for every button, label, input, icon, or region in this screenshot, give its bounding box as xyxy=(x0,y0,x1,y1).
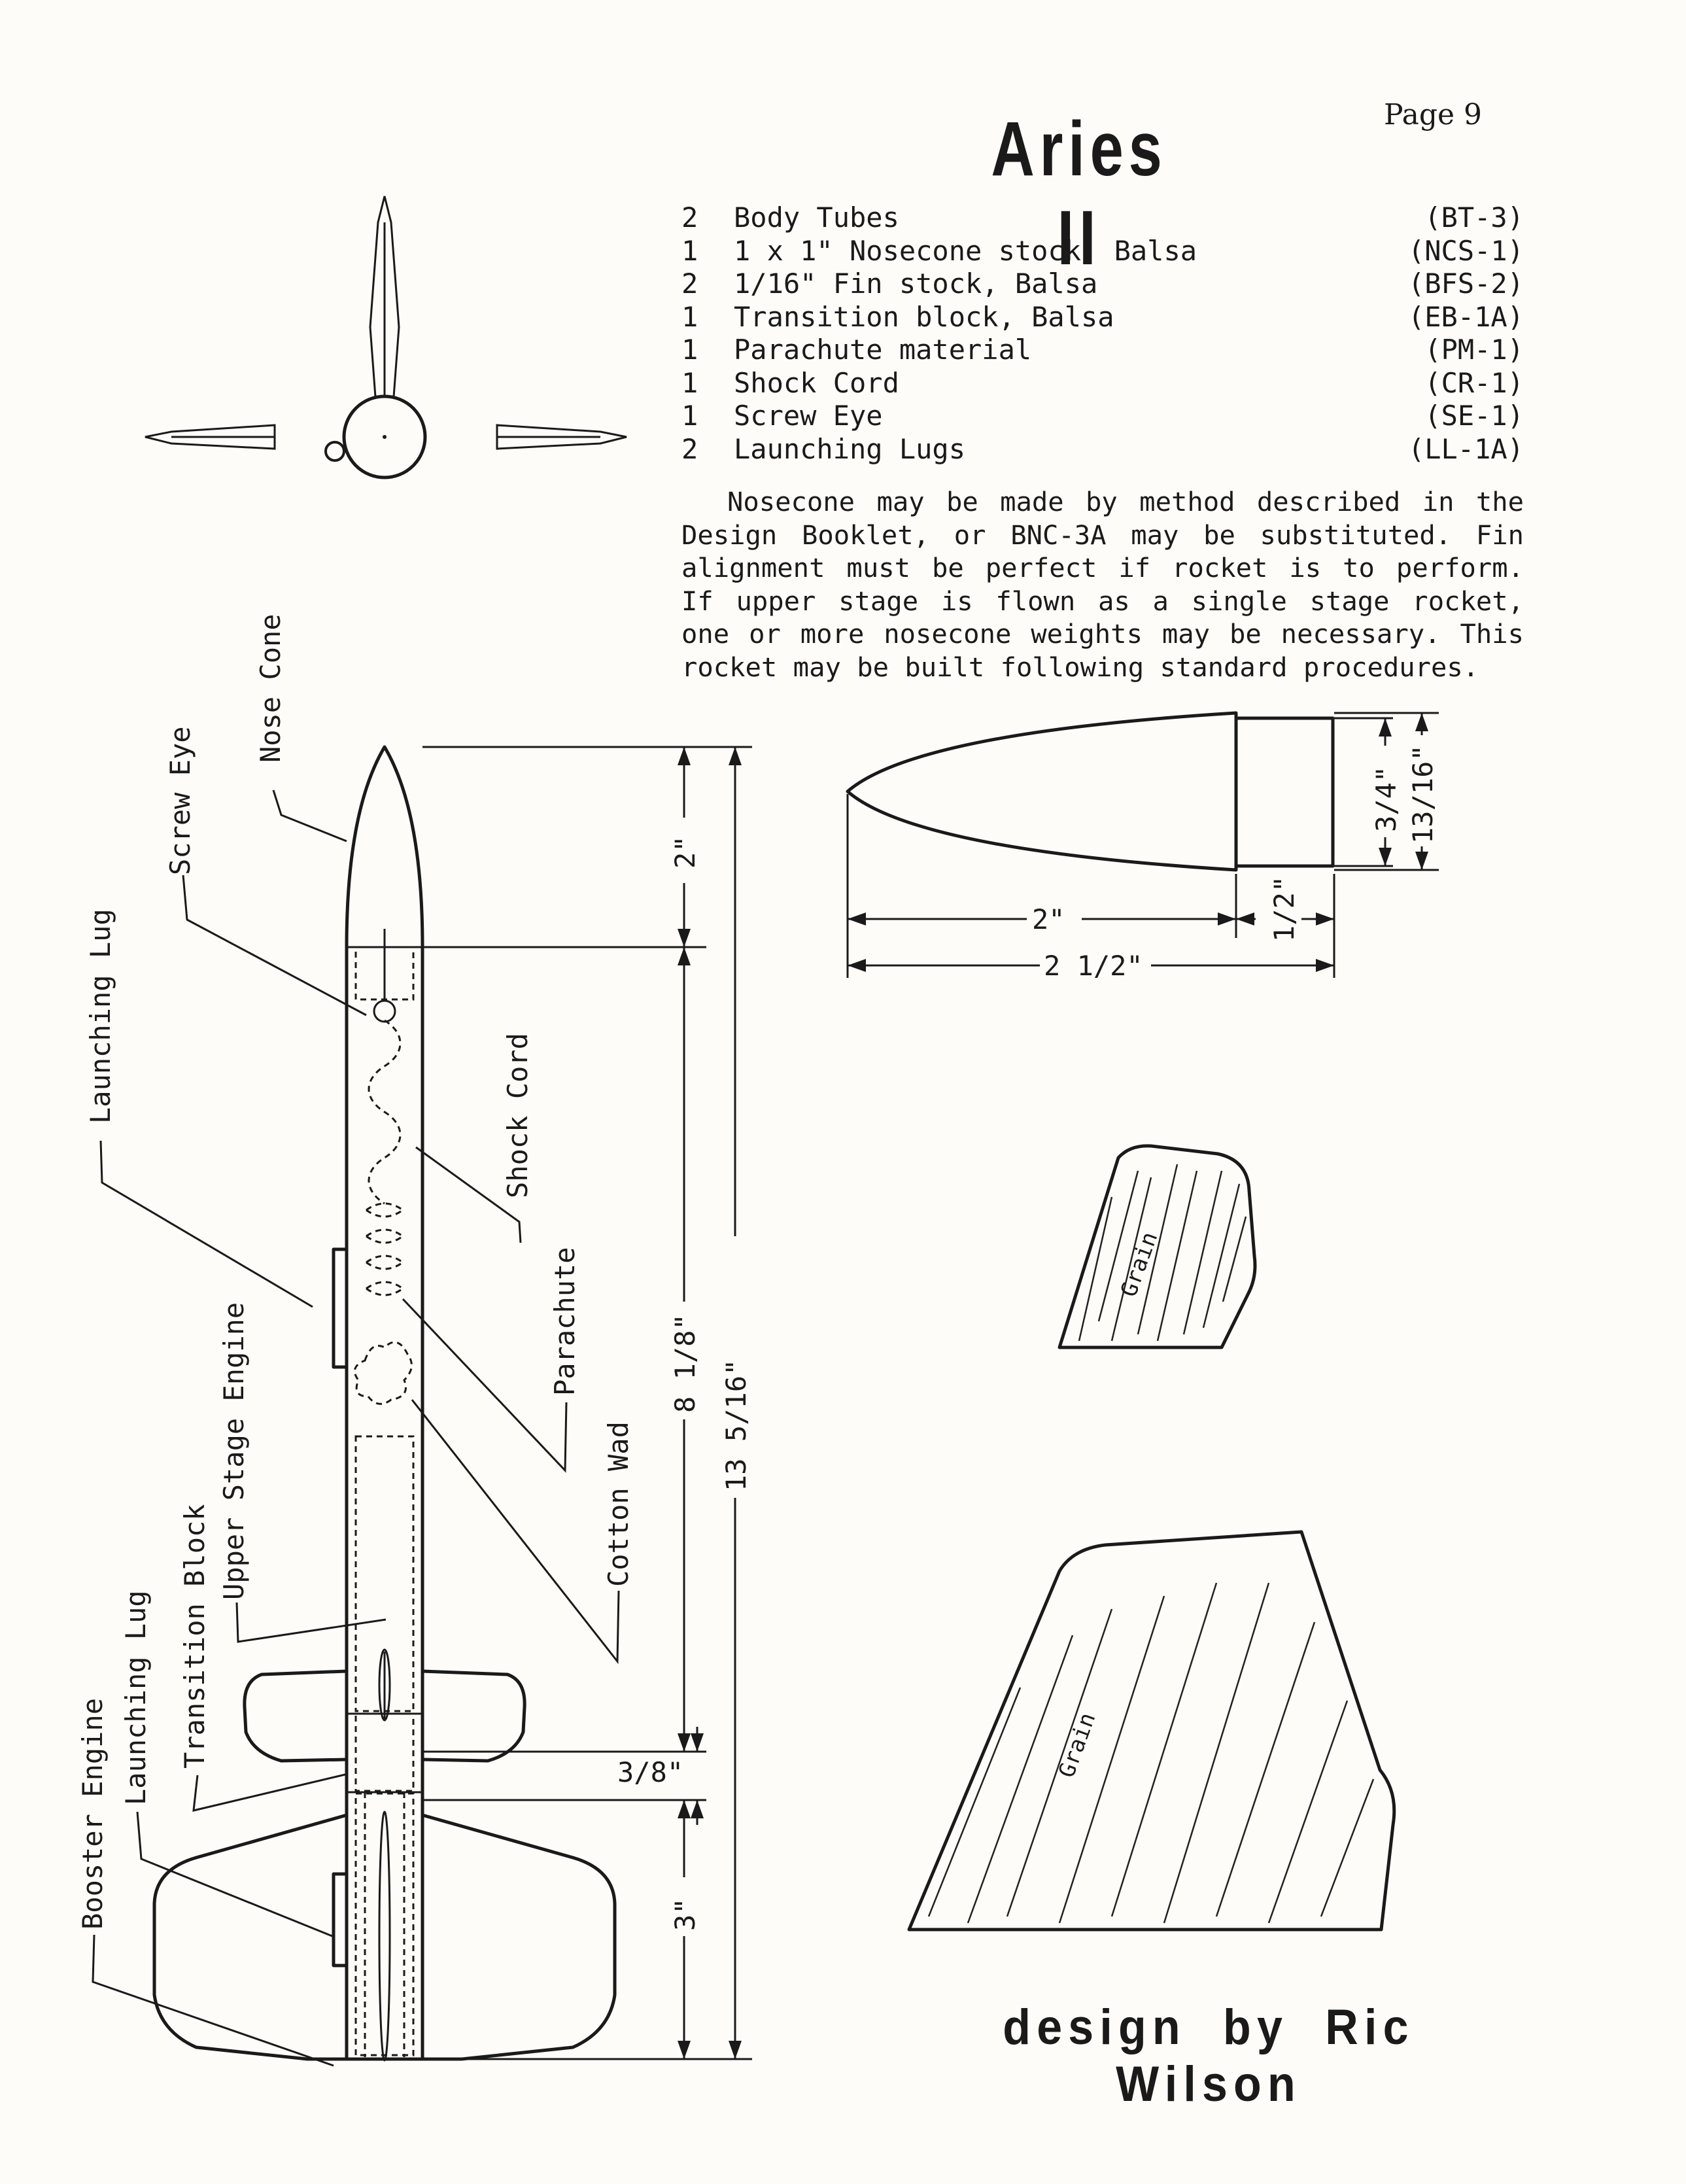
design-credit: design by Ric Wilson xyxy=(1003,2000,1415,2112)
dim-transition: 3/8" xyxy=(617,1756,683,1788)
label-booster-engine: Booster Engine xyxy=(77,1698,109,1930)
rocket-side-view xyxy=(152,745,617,2062)
upper-fin-template: Grain xyxy=(1058,1144,1257,1349)
dim-upper-body: 8 1/8" xyxy=(669,1313,701,1413)
list-item: 2 Launching Lugs (LL-1A) xyxy=(681,433,1532,466)
part-name: Body Tubes xyxy=(734,201,899,234)
parts-list: 2 Body Tubes (BT-3) 1 1 x 1" Nosecone stock… xyxy=(681,201,1532,466)
dim-overall: 13 5/16" xyxy=(720,1359,752,1491)
page-number: Page 9 xyxy=(1384,98,1483,131)
list-item: 1 Parachute material (PM-1) xyxy=(681,334,1532,367)
list-item: 1 Screw Eye (SE-1) xyxy=(681,400,1532,433)
page-title: Aries II xyxy=(991,106,1167,281)
label-upper-stage-engine: Upper Stage Engine xyxy=(218,1302,250,1600)
part-name: Parachute material xyxy=(734,334,1032,366)
dim-booster: 3" xyxy=(669,1898,701,1931)
build-notes: Nosecone may be made by method described… xyxy=(681,486,1524,683)
label-screw-eye: Screw Eye xyxy=(164,726,196,875)
list-item: 2 1/16" Fin stock, Balsa (BFS-2) xyxy=(681,268,1532,301)
label-launching-lug-upper: Launching Lug xyxy=(84,909,116,1124)
dim-shoulder-length: 1/2" xyxy=(1268,876,1300,942)
part-code: (NCS-1) xyxy=(1407,234,1524,267)
part-code: (EB-1A) xyxy=(1407,300,1524,333)
label-nose-cone: Nose Cone xyxy=(254,614,286,763)
part-quantity: 2 xyxy=(681,268,698,300)
part-code: (SE-1) xyxy=(1424,400,1524,432)
label-shock-cord: Shock Cord xyxy=(502,1033,534,1198)
list-item: 1 1 x 1" Nosecone stock, Balsa (NCS-1) xyxy=(681,235,1532,268)
part-name: 1/16" Fin stock, Balsa xyxy=(734,268,1098,300)
part-quantity: 2 xyxy=(681,432,698,465)
nosecone-template: 2" 1/2" 2 1/2" 3/4" 13/16" xyxy=(846,711,1439,982)
part-name: Transition block, Balsa xyxy=(734,300,1114,333)
part-code: (BT-3) xyxy=(1424,201,1524,234)
part-name: Launching Lugs xyxy=(734,432,966,465)
part-code: (LL-1A) xyxy=(1407,432,1524,465)
grain-label-booster: Grain xyxy=(1054,1709,1101,1781)
part-quantity: 1 xyxy=(681,366,698,399)
label-leaders xyxy=(92,789,620,2067)
part-code: (BFS-2) xyxy=(1407,268,1524,300)
part-name: Shock Cord xyxy=(734,366,899,399)
dim-shoulder-dia: 3/4" xyxy=(1370,766,1402,832)
grain-label-upper: Grain xyxy=(1116,1228,1163,1300)
label-transition-block: Transition Block xyxy=(179,1504,211,1769)
part-quantity: 2 xyxy=(681,201,698,234)
dim-nose-length: 2" xyxy=(669,835,701,869)
part-quantity: 1 xyxy=(681,300,698,333)
part-code: (CR-1) xyxy=(1424,366,1524,399)
list-item: 1 Shock Cord (CR-1) xyxy=(681,367,1532,400)
booster-fin-template: Grain xyxy=(907,1530,1396,1932)
label-cotton-wad: Cotton Wad xyxy=(602,1421,634,1587)
part-name: 1 x 1" Nosecone stock, Balsa xyxy=(734,234,1197,267)
dim-nosecone-dia: 13/16" xyxy=(1407,744,1439,844)
part-labels: Nose Cone Screw Eye Launching Lug Shock … xyxy=(77,614,634,1930)
dim-nosecone-total: 2 1/2" xyxy=(1044,950,1143,982)
rocket-end-view xyxy=(145,196,627,479)
rocket-dimensions: 2" 8 1/8" 3/8" 3" 13 5/16" xyxy=(422,746,752,2060)
part-quantity: 1 xyxy=(681,234,698,267)
list-item: 1 Transition block, Balsa (EB-1A) xyxy=(681,301,1532,334)
part-name: Screw Eye xyxy=(734,400,883,432)
part-quantity: 1 xyxy=(681,334,698,366)
dim-nosecone-length: 2" xyxy=(1032,903,1065,935)
label-launching-lug-lower: Launching Lug xyxy=(120,1590,152,1805)
list-item: 2 Body Tubes (BT-3) xyxy=(681,201,1532,235)
label-parachute: Parachute xyxy=(549,1247,581,1396)
part-code: (PM-1) xyxy=(1424,334,1524,366)
part-quantity: 1 xyxy=(681,400,698,432)
